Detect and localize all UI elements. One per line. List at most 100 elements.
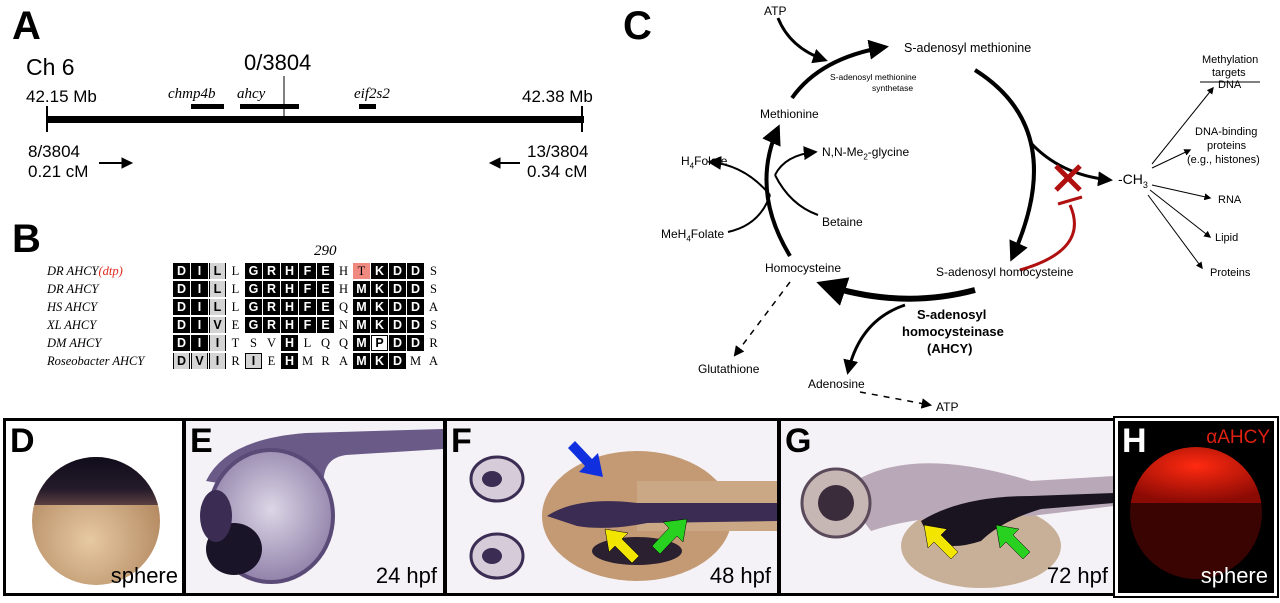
residue-cell: I xyxy=(209,353,226,369)
residue-position-label: 290 xyxy=(314,243,337,259)
residue-cell: E xyxy=(317,281,334,297)
right-mb-label: 42.38 Mb xyxy=(522,87,593,106)
ahcy-enzyme-label-3: (AHCY) xyxy=(927,341,973,356)
residue-cell: G xyxy=(245,281,262,297)
residue-cell: L xyxy=(209,299,226,315)
left-mb-label: 42.15 Mb xyxy=(26,87,97,106)
gene-block-chmp4b xyxy=(191,104,224,109)
embryo-sphere-antibody xyxy=(1130,447,1262,579)
betaine-label: Betaine xyxy=(822,215,863,229)
residue-cell: R xyxy=(425,335,442,351)
residue-cell: E xyxy=(317,317,334,333)
residue-cell: T xyxy=(227,335,244,351)
residue-cell: I xyxy=(191,317,208,333)
left-arrow xyxy=(488,157,520,169)
methylation-cycle-diagram xyxy=(707,17,1260,409)
panel-d-image: D sphere xyxy=(3,418,185,596)
dimethylglycine-label: N,N-Me2-glycine xyxy=(822,145,910,162)
residue-cell: E xyxy=(317,263,334,279)
residue-cell: I xyxy=(191,281,208,297)
residue-cell: R xyxy=(227,353,244,369)
residue-cell: D xyxy=(389,335,406,351)
residue-cell: D xyxy=(173,281,190,297)
embryo-72hpf xyxy=(800,463,1114,588)
antibody-label: αAHCY xyxy=(1206,427,1270,448)
residue-cell: Q xyxy=(335,335,352,351)
residue-cell: D xyxy=(173,299,190,315)
residue-cell: Q xyxy=(335,299,352,315)
residue-cell: D xyxy=(389,299,406,315)
embryo-sphere-d xyxy=(32,457,160,585)
panel-e-image: E 24 hpf xyxy=(183,418,446,596)
residue-cell: D xyxy=(389,263,406,279)
chromosome-map xyxy=(46,76,584,169)
residue-cell: V xyxy=(209,317,226,333)
targets-title-2: targets xyxy=(1212,67,1246,79)
green-arrow-g xyxy=(995,524,1031,560)
residue-cell: D xyxy=(173,353,190,369)
residue-cell: G xyxy=(245,263,262,279)
panel-label-e: E xyxy=(190,422,213,460)
atp-in-arrow xyxy=(776,17,828,64)
arc-methionine-to-sam xyxy=(790,39,889,100)
species-name: DR AHCY xyxy=(47,281,99,296)
residue-cell: M xyxy=(407,353,424,369)
yellow-arrow-g xyxy=(923,524,959,560)
panel-g-caption: 72 hpf xyxy=(1046,563,1108,588)
residue-cell: F xyxy=(299,299,316,315)
sam-synthetase-label-1: S-adenosyl methionine xyxy=(830,72,917,82)
panel-f-image: F 48 hpf xyxy=(444,418,780,596)
dimethylglycine-arrow xyxy=(774,146,818,176)
embryo-48hpf xyxy=(469,451,777,581)
green-arrow-f xyxy=(651,518,688,555)
left-count-label: 8/3804 xyxy=(28,142,80,161)
species-name: XL AHCY xyxy=(47,317,97,332)
residue-cell: D xyxy=(407,299,424,315)
residue-cell: V xyxy=(263,335,280,351)
gene-block-eif2s2 xyxy=(359,104,376,109)
residue-cell: I xyxy=(191,263,208,279)
inhibition-x-mark xyxy=(1054,164,1082,192)
homocysteine-label: Homocysteine xyxy=(765,261,842,275)
panel-label-d: D xyxy=(10,422,35,460)
glutathione-label: Glutathione xyxy=(698,362,760,376)
residue-cell: D xyxy=(389,317,406,333)
right-count-label: 13/3804 xyxy=(527,142,589,161)
residue-cell: V xyxy=(191,353,208,369)
right-arrow xyxy=(99,157,134,169)
residue-cell: H xyxy=(281,353,298,369)
h4folate-arrow xyxy=(707,155,771,196)
residue-cell: D xyxy=(407,263,424,279)
residue-cell: R xyxy=(317,353,334,369)
target-histones: (e.g., histones) xyxy=(1187,154,1260,166)
target-rna: RNA xyxy=(1218,194,1242,206)
chromosome-bar xyxy=(47,116,584,123)
residue-cell: K xyxy=(371,263,388,279)
residue-cell: H xyxy=(335,281,352,297)
residue-cell: H xyxy=(281,299,298,315)
residue-cell: Q xyxy=(317,335,334,351)
residue-cell: R xyxy=(263,317,280,333)
panel-label-a: A xyxy=(12,4,41,48)
residue-cell: F xyxy=(299,317,316,333)
residue-cell: D xyxy=(407,317,424,333)
panel-e-caption: 24 hpf xyxy=(375,563,437,588)
residue-cell: D xyxy=(173,263,190,279)
panel-h-image: H αAHCY sphere xyxy=(1113,416,1279,598)
ahcy-enzyme-label-2: homocysteinase xyxy=(902,324,1004,339)
panel-label-f: F xyxy=(451,422,472,460)
panel-g-image: G 72 hpf xyxy=(778,418,1117,596)
meh4folate-label: MeH4Folate xyxy=(661,227,725,244)
residue-cell: N xyxy=(335,317,352,333)
mutant-tag: (dtp) xyxy=(98,263,123,278)
residue-cell: A xyxy=(425,353,442,369)
residue-cell: K xyxy=(371,299,388,315)
sam-label: S-adenosyl methionine xyxy=(904,41,1032,55)
adenosine-label: Adenosine xyxy=(808,377,865,391)
residue-cell: D xyxy=(407,335,424,351)
panel-f-caption: 48 hpf xyxy=(709,563,771,588)
species-name: DR AHCY(dtp) xyxy=(47,263,123,278)
residue-cell: I xyxy=(191,299,208,315)
